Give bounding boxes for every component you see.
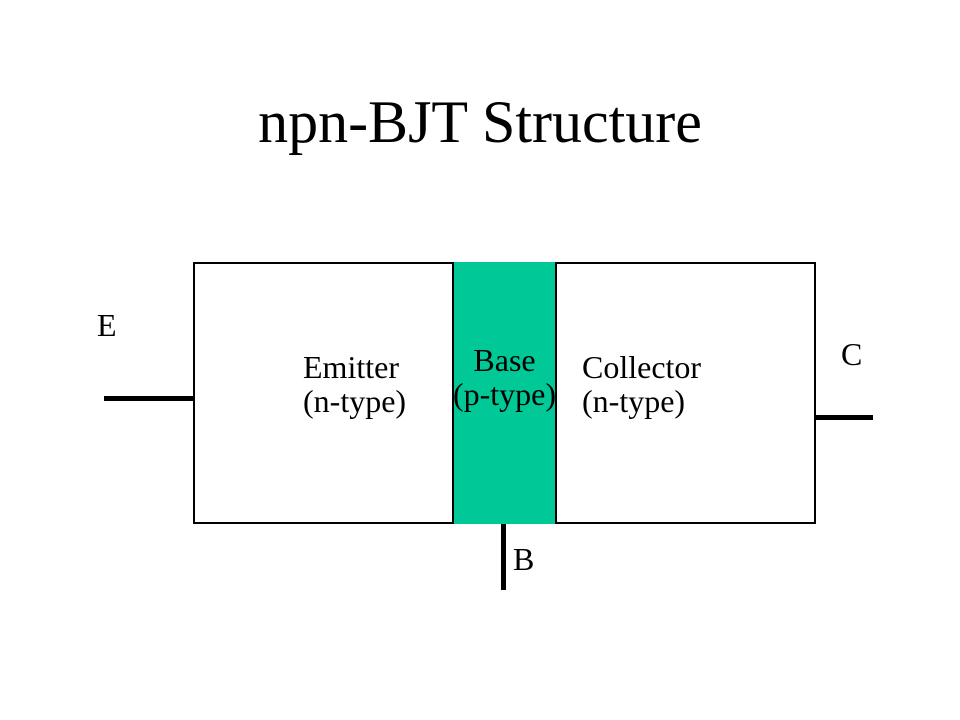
collector-region-doping: (n-type) [582, 383, 686, 419]
collector-lead-line [816, 415, 873, 420]
slide-title: npn-BJT Structure [258, 89, 702, 155]
emitter-region-label: Emitter (n-type) [303, 350, 406, 418]
base-lead-line [501, 524, 506, 590]
base-terminal-label: B [513, 541, 535, 577]
emitter-terminal-label: E [97, 307, 117, 343]
base-region-label: Base (p-type) [452, 343, 557, 411]
base-region [452, 262, 557, 524]
emitter-lead-line [104, 396, 193, 401]
base-region-name: Base [473, 342, 536, 378]
emitter-region-doping: (n-type) [303, 383, 407, 419]
collector-region-label: Collector (n-type) [582, 350, 701, 418]
base-region-doping: (p-type) [452, 376, 557, 412]
collector-region-name: Collector [582, 349, 702, 385]
emitter-region-name: Emitter [303, 349, 399, 385]
collector-terminal-label: C [841, 336, 863, 372]
